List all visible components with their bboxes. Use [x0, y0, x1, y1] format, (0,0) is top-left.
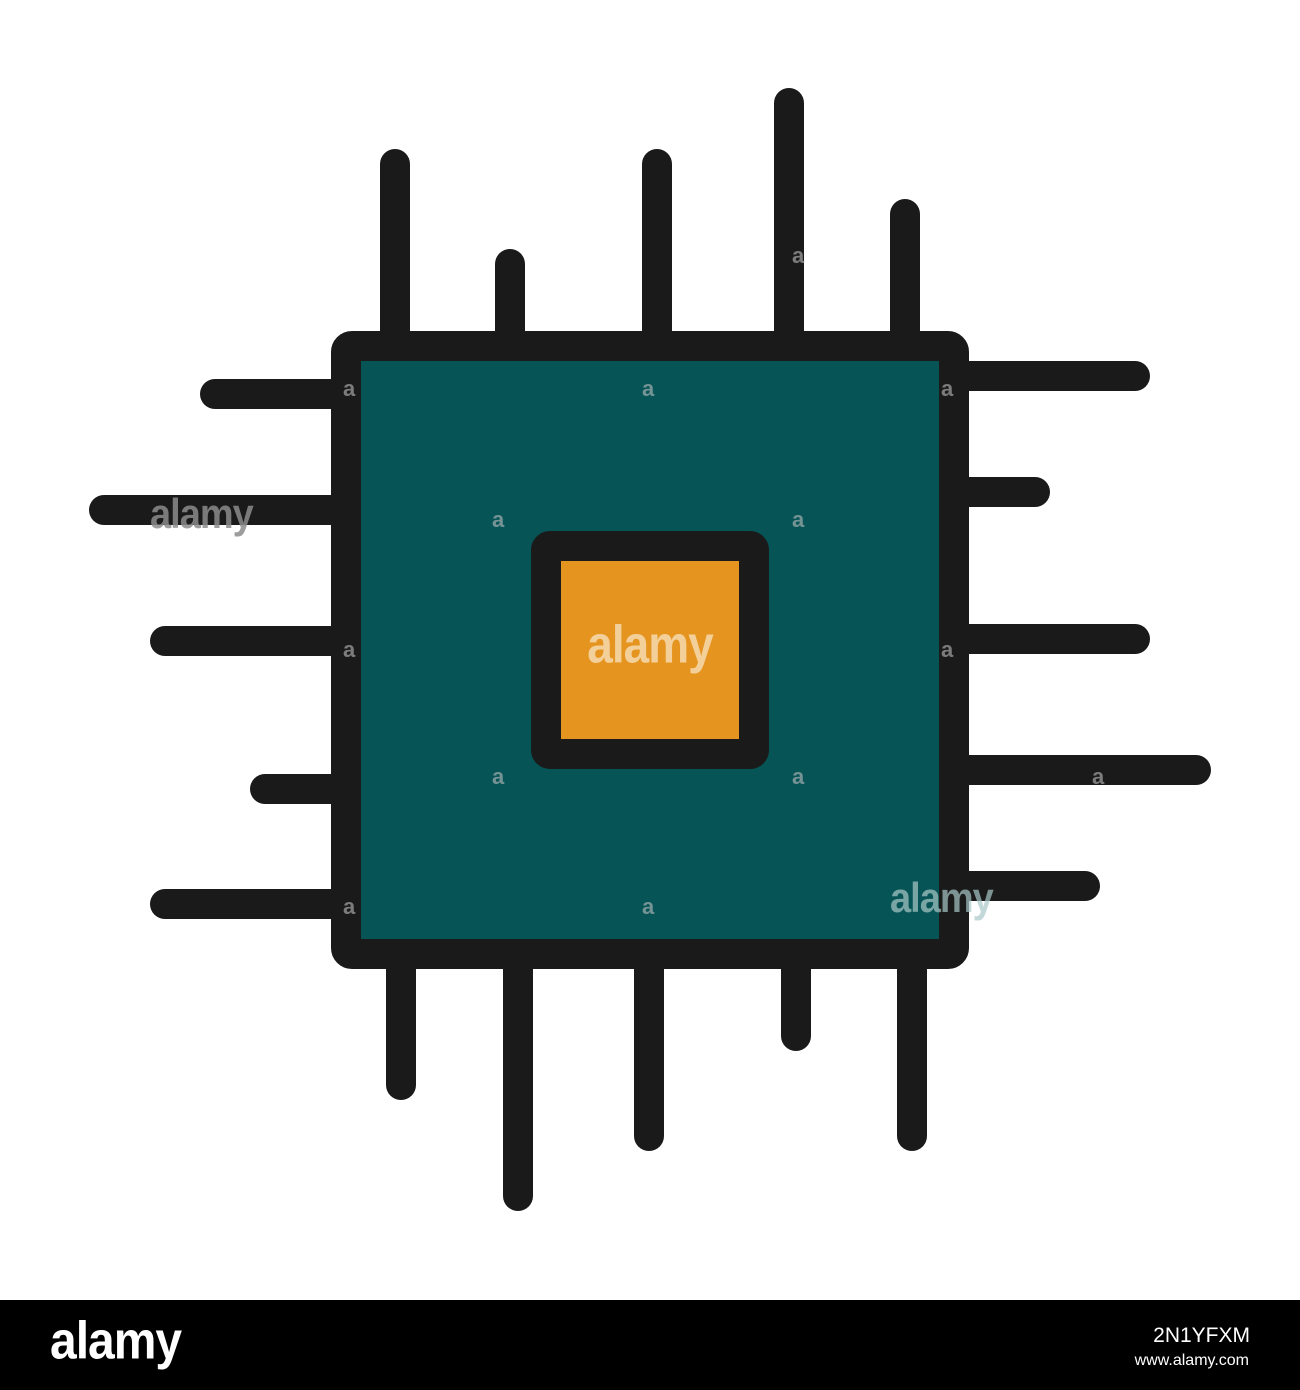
alamy-url: www.alamy.com: [1134, 1352, 1249, 1369]
brand-logo: alamy: [50, 1312, 182, 1371]
image-id: 2N1YFXM: [1153, 1324, 1250, 1347]
chip-core: [531, 531, 769, 769]
chip-pins: [89, 88, 1211, 1211]
cpu-chip-icon: [89, 88, 1211, 1211]
illustration-canvas: alamy alamy alamy a a a a a a a a a a a …: [89, 88, 1211, 1211]
footer-bar: alamy 2N1YFXM www.alamy.com: [0, 1300, 1300, 1390]
